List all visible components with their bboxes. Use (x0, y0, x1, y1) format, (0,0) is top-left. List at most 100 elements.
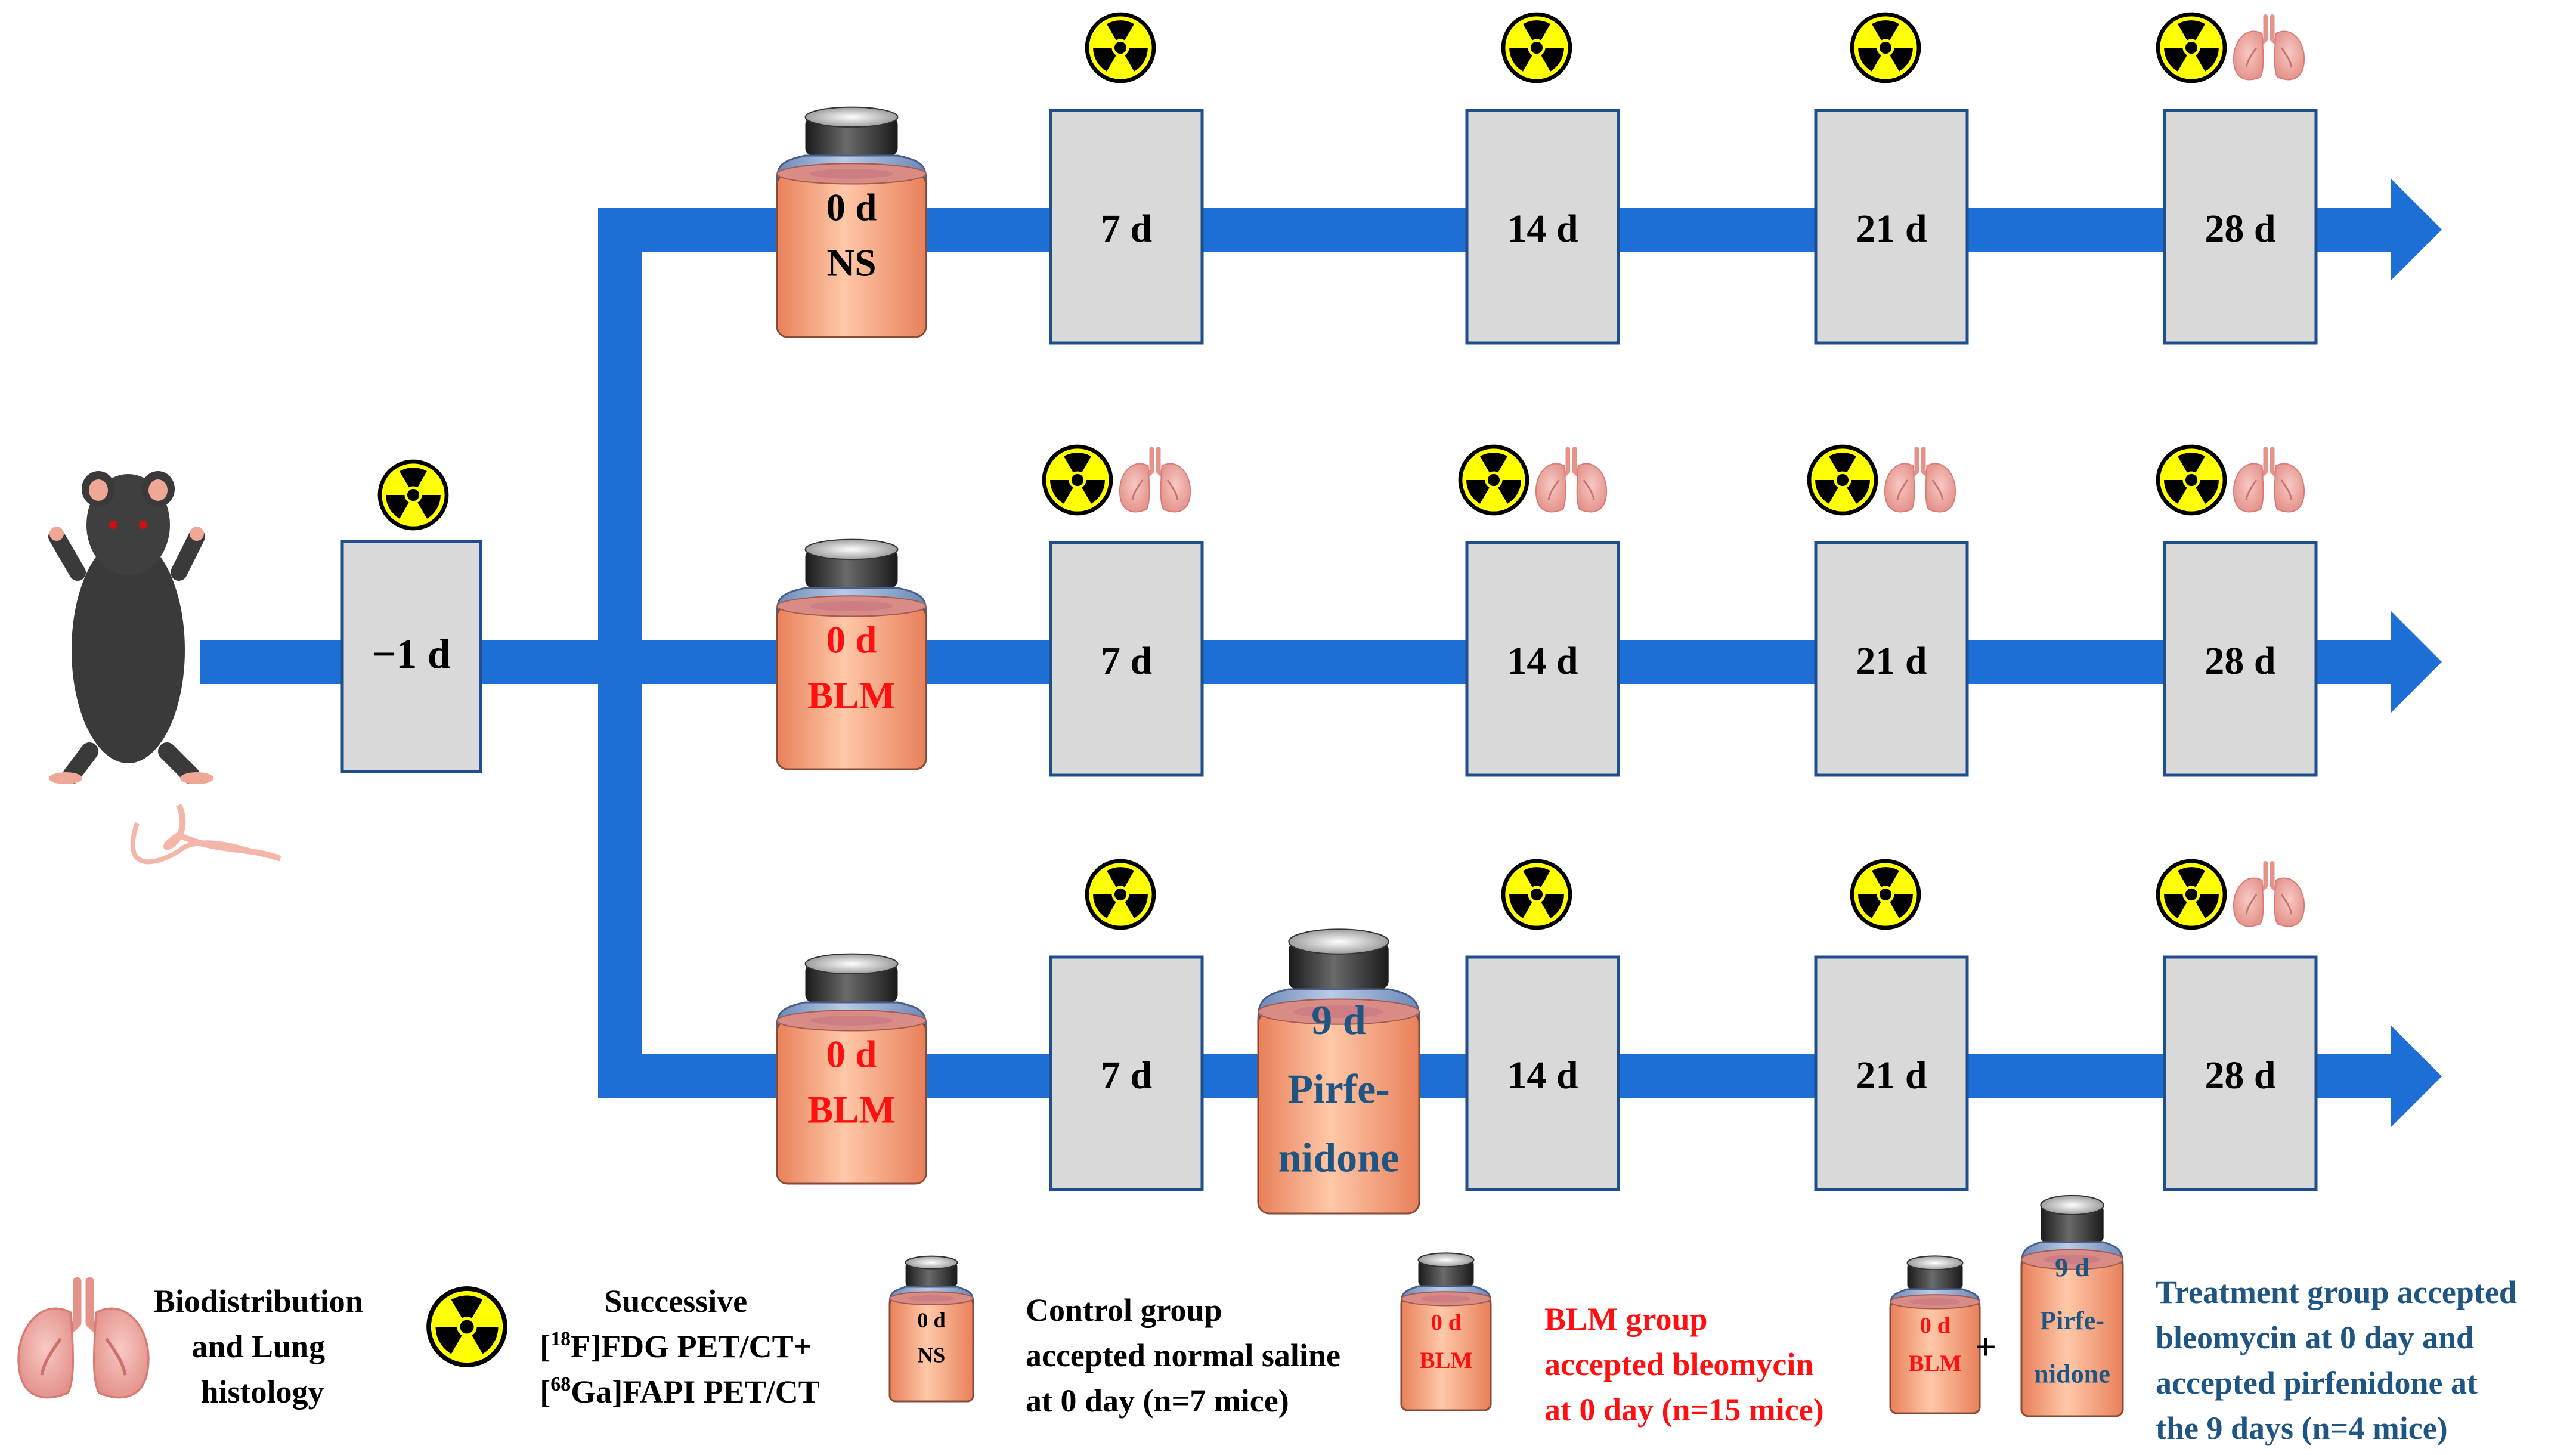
radiation-icon (1807, 444, 1878, 516)
radiation-icon (1501, 12, 1572, 83)
bottle-label: Pirfe- (2040, 1306, 2104, 1335)
bottle-label: BLM (807, 1089, 896, 1132)
baseline-radiation-icon (377, 459, 449, 531)
timepoint: 28 d (2156, 859, 2318, 1191)
timepoint: 28 d (2156, 12, 2318, 345)
legend-control-bottle: 0 d NS (888, 1255, 974, 1403)
timepoint-box (1814, 955, 1969, 1191)
timepoint-box (2163, 541, 2318, 777)
bottle-label: NS (918, 1343, 946, 1367)
control-bottle-icon: 0 d NS (888, 1255, 974, 1403)
group-row: 0 d NS 7 d 14 d 21 d 28 d (776, 12, 2318, 345)
timepoint-box (2163, 109, 2318, 345)
bottle-label: 0 d (826, 187, 877, 230)
radiation-icon (2156, 859, 2227, 930)
row-arrow-head (2391, 179, 2442, 280)
row-arrow-head (2391, 611, 2442, 713)
radiation-icon (377, 459, 449, 531)
treatment-bottle: 0 d BLM (776, 538, 927, 770)
lung-icon (2233, 860, 2305, 927)
blm-bottle-icon: 0 d BLM (1889, 1255, 1981, 1414)
legend-radiation-text: Successive [18F]FDG PET/CT+ [68Ga]FAPI P… (540, 1283, 820, 1410)
timepoint-label: 7 d (1101, 639, 1152, 683)
timepoint: 28 d (2156, 444, 2318, 777)
bottle-label: 9 d (1311, 997, 1366, 1044)
bottle-label: 9 d (2055, 1253, 2089, 1282)
timepoint-box (1049, 955, 1204, 1191)
row-arrow-head (2391, 1026, 2442, 1127)
timepoint-label: 14 d (1507, 207, 1578, 250)
legend-treatment-bottles: 0 d BLM 9 d Pirfe-nidone (1889, 1194, 2124, 1417)
radiation-icon (1085, 12, 1156, 83)
treatment-bottle: 0 d NS (776, 106, 927, 338)
legend-control-text: Control group accepted normal saline at … (1026, 1292, 1348, 1419)
timepoint-label: 21 d (1856, 1054, 1927, 1097)
lung-icon (1119, 446, 1191, 513)
timepoint: 21 d (1807, 444, 1969, 777)
bottle-label: 0 d (1431, 1310, 1462, 1335)
legend-lung-text: Biodistribution and Lung histology (154, 1283, 371, 1410)
lung-icon (2233, 446, 2305, 513)
legend-blm-text: BLM group accepted bleomycin at 0 day (n… (1544, 1301, 1824, 1428)
bottle-label: 0 d (826, 1033, 877, 1076)
bottle-label: nidone (1278, 1134, 1400, 1181)
bottle-label: 0 d (917, 1308, 946, 1332)
timepoint-box (1465, 955, 1620, 1191)
radiation-icon (1501, 859, 1572, 930)
timepoint-label: 14 d (1507, 1054, 1578, 1097)
lung-icon (2233, 14, 2305, 81)
lung-icon (1535, 446, 1607, 513)
timepoint-label: 7 d (1101, 1054, 1152, 1097)
timepoint-box (1814, 541, 1969, 777)
pirfenidone-bottle: 9 d Pirfe-nidone (1257, 928, 1420, 1215)
legend-plus: + (1975, 1326, 1996, 1368)
timepoint-box (1049, 541, 1204, 777)
bottle-label: NS (826, 242, 876, 285)
radiation-icon (1850, 859, 1921, 930)
legend: Biodistribution and Lung histology Succe… (17, 1194, 2525, 1446)
mouse-icon (48, 471, 281, 865)
timepoint: 14 d (1458, 444, 1620, 777)
lung-icon (17, 1277, 150, 1399)
timepoint-label: 7 d (1101, 207, 1152, 250)
radiation-icon (2156, 444, 2227, 516)
radiation-icon (2156, 12, 2227, 83)
timepoint-box (1814, 109, 1969, 345)
legend-radiation-icon (426, 1286, 507, 1367)
radiation-icon (1085, 859, 1156, 930)
bottle-label: BLM (1909, 1351, 1962, 1376)
baseline-timepoint: −1 d (340, 540, 482, 773)
timepoint: 7 d (1049, 12, 1204, 345)
timepoint-label: 14 d (1507, 639, 1578, 683)
timepoint-label: 28 d (2205, 1054, 2275, 1097)
radiation-icon (1850, 12, 1921, 83)
bottle-label: BLM (807, 674, 896, 717)
bottle-label: 0 d (1920, 1312, 1950, 1338)
group-row: 0 d BLM 7 d 14 d 21 d 28 d 9 d Pirfe-nidone (776, 859, 2318, 1215)
timepoint-box (1465, 109, 1620, 345)
timepoint-label: 28 d (2205, 639, 2275, 683)
radiation-icon (426, 1286, 507, 1367)
timepoint: 7 d (1049, 859, 1204, 1191)
timepoint-label: 28 d (2205, 207, 2275, 250)
bottle-label: Pirfe- (1287, 1066, 1389, 1112)
radiation-icon (1458, 444, 1530, 516)
group-rows: 0 d NS 7 d 14 d 21 d 28 d 0 d BLM 7 d 14 d 21 d 28 … (776, 12, 2318, 1215)
legend-treatment-text: Treatment group accepted bleomycin at 0 … (2156, 1274, 2525, 1446)
timepoint: 14 d (1465, 12, 1620, 345)
timepoint: 21 d (1814, 12, 1969, 345)
lung-icon (1884, 446, 1956, 513)
bottle-label: 0 d (826, 619, 877, 662)
timepoint-box (2163, 955, 2318, 1191)
group-row: 0 d BLM 7 d 14 d 21 d 28 d (776, 444, 2318, 777)
bottle-label: nidone (2034, 1360, 2110, 1389)
timepoint: 21 d (1814, 859, 1969, 1191)
timepoint-label: 21 d (1856, 207, 1927, 250)
timepoint-box (1049, 109, 1204, 345)
pirfenidone-bottle-icon: 9 d Pirfe-nidone (2020, 1194, 2124, 1417)
timepoint: 14 d (1465, 859, 1620, 1191)
timepoint-label: 21 d (1856, 639, 1927, 683)
